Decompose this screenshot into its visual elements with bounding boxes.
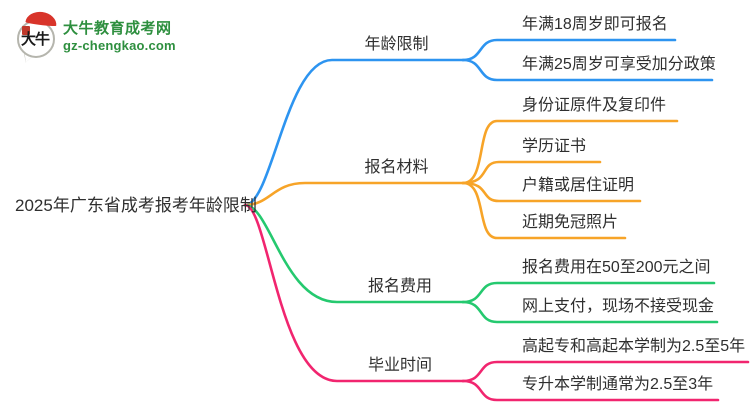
leaf-zhuanshengben-duration: 专升本学制通常为2.5至3年 <box>522 376 714 393</box>
mindmap-root-topic: 2025年广东省成考报考年龄限制 <box>15 196 257 215</box>
leaf-age-25-bonus: 年满25周岁可享受加分政策 <box>522 56 716 73</box>
branch-connector-graduation <box>243 203 750 402</box>
branch-label-graduation: 毕业时间 <box>367 357 432 374</box>
leaf-online-payment: 网上支付，现场不接受现金 <box>522 298 715 315</box>
site-logo-icon: 大牛 <box>15 10 59 68</box>
branch-connector-fees <box>243 203 719 324</box>
logo-mark-text: 大牛 <box>20 30 50 48</box>
leaf-age-18: 年满18周岁即可报名 <box>522 16 668 33</box>
site-url: gz-chengkao.com <box>63 38 176 53</box>
site-logo: 大牛 大牛教育成考网 gz-chengkao.com <box>15 10 176 68</box>
leaf-gaoqi-duration: 高起专和高起本学制为2.5至5年 <box>522 338 746 355</box>
branch-label-fees: 报名费用 <box>367 278 432 295</box>
leaf-diploma: 学历证书 <box>522 138 587 155</box>
leaf-residence-proof: 户籍或居住证明 <box>522 177 635 194</box>
branch-connector-materials <box>243 119 679 240</box>
branch-connector-age-limit <box>243 38 714 207</box>
site-name: 大牛教育成考网 <box>63 20 172 37</box>
branch-label-age-limit: 年龄限制 <box>364 36 429 53</box>
leaf-fee-range: 报名费用在50至200元之间 <box>522 259 711 276</box>
logo-red-seal <box>22 26 30 35</box>
leaf-id-card: 身份证原件及复印件 <box>522 97 667 114</box>
leaf-photo: 近期免冠照片 <box>522 214 619 231</box>
branch-label-materials: 报名材料 <box>364 159 429 176</box>
